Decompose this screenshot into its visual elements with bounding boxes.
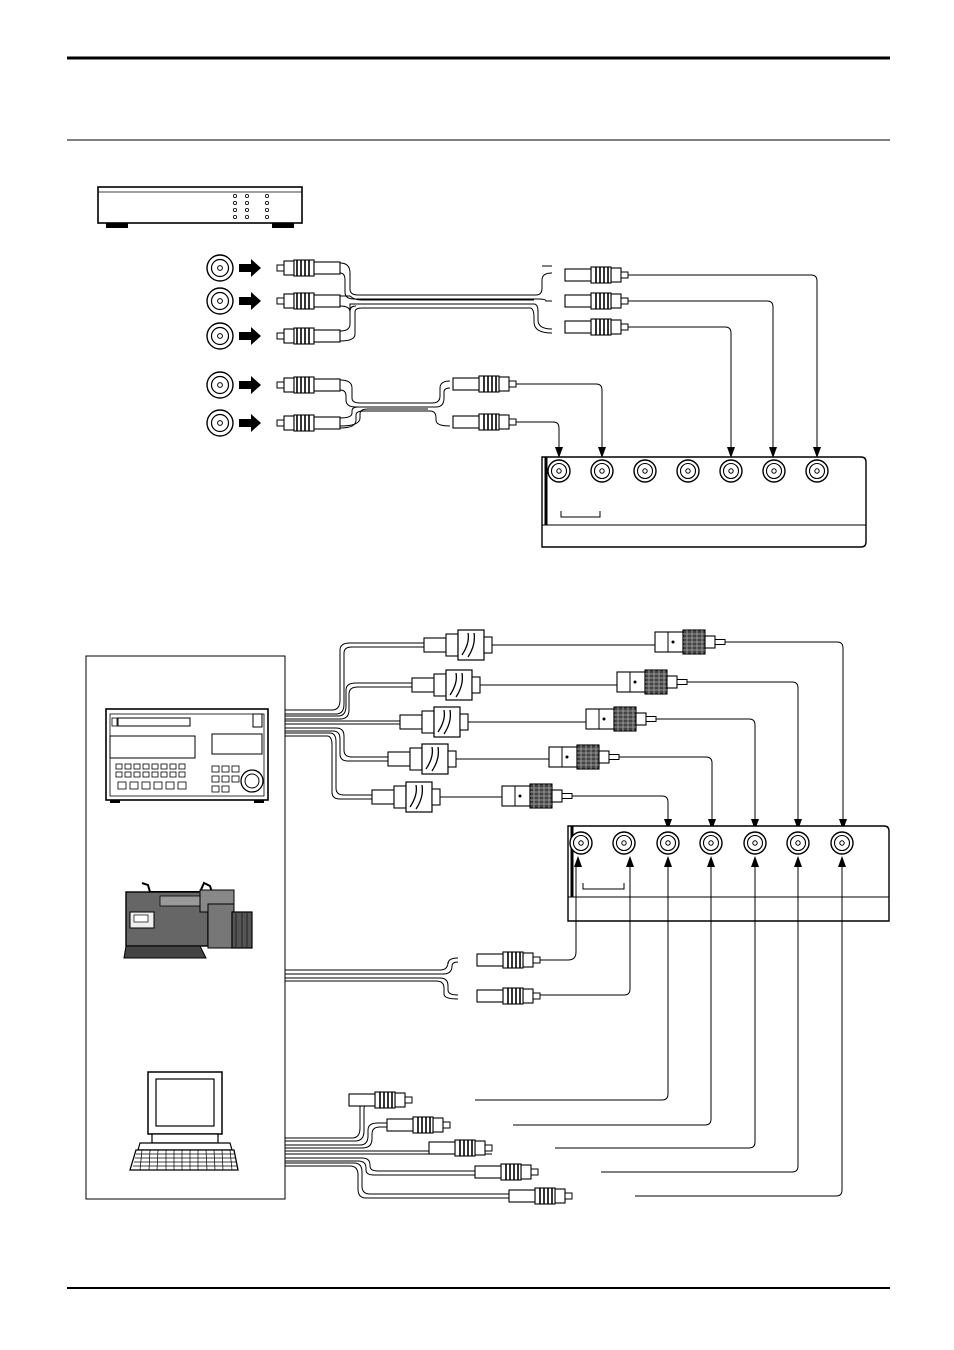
rca-plug-icon (453, 414, 516, 430)
cable-bundle-b (340, 380, 450, 428)
rca-plug-icon (277, 377, 340, 393)
rca-plug-icon (277, 415, 340, 431)
arrow-right-icon (239, 414, 261, 432)
rca-jack-icon (720, 460, 742, 482)
bnc-plug-icon (388, 744, 456, 774)
rca-jack-icon (657, 832, 679, 854)
bnc-rca-adapter-icon (549, 745, 619, 769)
source-output-jacks (207, 255, 261, 436)
rca-jack-icon (207, 323, 233, 349)
computer-plugs (349, 1092, 572, 1204)
adapter-panel-leads (572, 642, 843, 822)
bnc-rca-adapter-icon (586, 707, 656, 731)
rca-jack-icon (787, 832, 809, 854)
rca-jack-icon (700, 832, 722, 854)
rca-jack-icon (634, 460, 656, 482)
rca-plug-icon (565, 267, 628, 283)
arrow-right-icon (239, 292, 261, 310)
source-side-plugs (277, 260, 340, 431)
rca-plug-icon (477, 952, 540, 968)
camcorder-plugs (477, 952, 540, 1004)
arrow-right-icon (239, 259, 261, 277)
bnc-plug-icon (372, 782, 440, 812)
rca-jack-icon (570, 832, 592, 854)
source-device (98, 187, 302, 228)
rca-plug-icon (565, 319, 628, 335)
rca-plug-icon (349, 1092, 412, 1108)
connector-panel-bottom (568, 826, 889, 921)
rca-jack-icon (207, 288, 233, 314)
panel-side-plugs-a (565, 267, 628, 335)
rca-jack-icon (831, 832, 853, 854)
top-panel-leads (516, 275, 817, 450)
rca-jack-icon (548, 460, 570, 482)
vtr-deck (106, 709, 268, 803)
rca-jack-icon (207, 255, 233, 281)
rca-jack-icon (591, 460, 613, 482)
rca-plug-icon (277, 260, 340, 276)
arrow-right-icon (239, 327, 261, 345)
camcorder (124, 883, 252, 958)
rca-jack-icon (744, 832, 766, 854)
rca-plug-icon (277, 328, 340, 344)
bnc-plug-icon (400, 707, 468, 737)
bnc-plug-icon (424, 630, 492, 660)
rca-plug-icon (387, 1117, 450, 1133)
rca-plug-icon (477, 988, 540, 1004)
bnc-rca-adapter-icon (617, 670, 687, 694)
rca-plug-icon (453, 376, 516, 392)
bnc-plug-icon (412, 670, 480, 700)
connector-panel-top (542, 457, 866, 547)
rca-plug-icon (277, 293, 340, 309)
arrow-right-icon (239, 376, 261, 394)
rca-jack-icon (763, 460, 785, 482)
rca-jack-icon (207, 410, 233, 436)
rca-plug-icon (509, 1188, 572, 1204)
cable-bundle-a (340, 263, 552, 341)
rca-jack-icon (613, 832, 635, 854)
rca-jack-icon (207, 372, 233, 398)
rca-jack-icon (677, 460, 699, 482)
rca-plug-icon (565, 293, 628, 309)
rca-plug-icon (429, 1140, 492, 1156)
rca-plug-icon (475, 1164, 538, 1180)
rca-jack-icon (806, 460, 828, 482)
bnc-rca-adapter-icon (655, 630, 725, 654)
panel-side-plugs-b (453, 376, 516, 430)
bnc-rca-adapter-icon (502, 784, 572, 808)
